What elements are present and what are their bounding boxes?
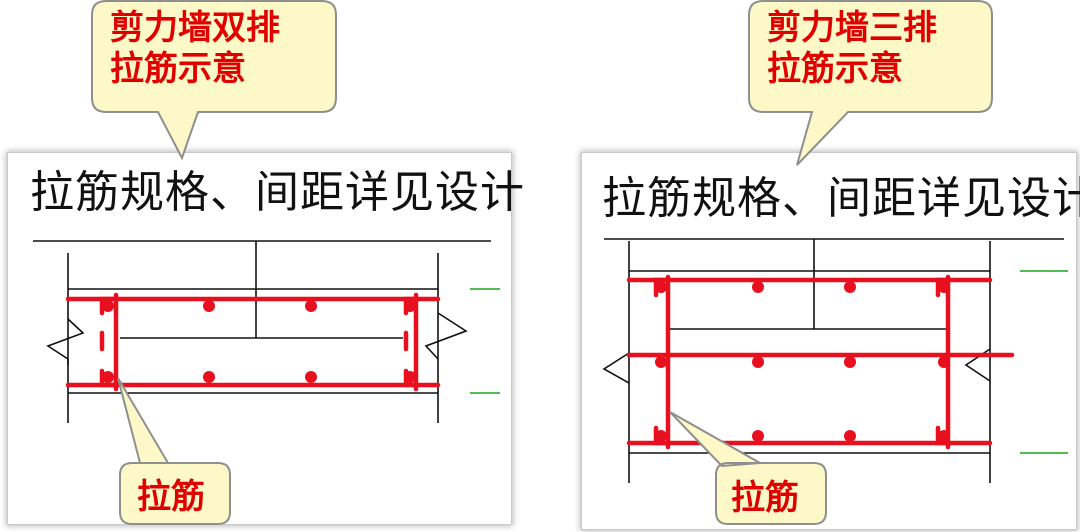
rebar-dot — [655, 356, 667, 368]
triple-row-wall-section-drawing — [602, 238, 1068, 483]
rebar-dot — [844, 281, 856, 293]
right-callout-line2: 拉筋示意 — [767, 48, 903, 89]
left-callout-line2: 拉筋示意 — [110, 48, 246, 89]
rebar-dot — [938, 281, 950, 293]
right-callout-text: 剪力墙三排 拉筋示意 — [767, 8, 937, 90]
double-row-tie-diagram-panel: 拉筋规格、间距详见设计 — [8, 153, 524, 524]
rebar-dot — [752, 281, 764, 293]
rebar-dot — [203, 371, 215, 383]
tie-hook-left-top — [99, 296, 119, 316]
left-callout-line1: 剪力墙双排 — [110, 8, 280, 48]
break-line-left — [46, 318, 85, 365]
rebar-dot — [844, 430, 856, 442]
right-tie-label: 拉筋 — [731, 478, 799, 518]
rebar-dot — [305, 300, 317, 312]
rebar-dot — [938, 430, 950, 442]
tie-hook-left-bottom — [99, 368, 119, 388]
rebar-dot — [404, 371, 416, 383]
rebar-dot — [305, 371, 317, 383]
left-label-balloon — [117, 377, 231, 525]
rebar-dot — [102, 371, 114, 383]
tie-hook-right-top — [935, 277, 951, 298]
break-line-left — [602, 352, 630, 384]
rebar-dot — [655, 430, 667, 442]
left-callout-balloon — [91, 0, 337, 161]
right-callout-balloon — [748, 0, 993, 166]
left-tie-label: 拉筋 — [137, 477, 205, 517]
rebar-dot — [752, 356, 764, 368]
triple-row-tie-diagram-panel: 拉筋规格、间距详见设计 — [582, 153, 1080, 529]
double-row-wall-section-drawing — [33, 240, 500, 423]
break-line-right — [424, 312, 468, 360]
right-callout-line1: 剪力墙三排 — [767, 8, 937, 48]
left-callout-text: 剪力墙双排 拉筋示意 — [110, 8, 280, 90]
right-note-title: 拉筋规格、间距详见设计 — [602, 173, 1080, 224]
right-label-balloon — [669, 411, 827, 525]
rebar-dot — [203, 300, 215, 312]
rebar-dot — [655, 281, 667, 293]
tie-hook-right-bottom — [935, 425, 951, 446]
rebar-dot — [102, 300, 114, 312]
rebar-dot — [938, 356, 950, 368]
rebar-dot — [752, 430, 764, 442]
rebar-dot — [404, 300, 416, 312]
rebar-dot — [844, 356, 856, 368]
left-note-title: 拉筋规格、间距详见设计 — [30, 167, 525, 218]
